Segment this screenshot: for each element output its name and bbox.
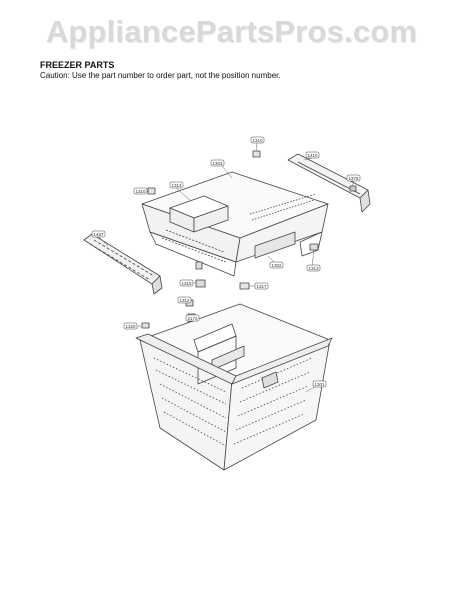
caution-note: Caution: Use the part number to order pa… — [40, 71, 281, 80]
callout-label: 1320 — [126, 324, 137, 329]
upper-drawer — [141, 171, 329, 277]
callout-label: 1315 — [182, 281, 193, 286]
callout-label: 1457 — [94, 232, 105, 237]
upper-right-rail — [287, 153, 371, 213]
callout-label: 1314 — [172, 183, 183, 188]
callout-label: 1310 — [136, 189, 147, 194]
callout-label: 1303 — [213, 161, 224, 166]
callout-label: 1313 — [309, 266, 320, 271]
watermark-logo: AppliancePartsPros.com — [45, 14, 418, 49]
callout-labels: 1310 1303 1410 1310 1314 1378 1457 1302 … — [94, 138, 360, 387]
callout-label: 1312 — [180, 298, 191, 303]
section-title: FREEZER PARTS — [40, 60, 115, 70]
left-rail — [83, 233, 163, 295]
callout-label: 1378 — [349, 176, 360, 181]
callout-label: 1302 — [272, 263, 283, 268]
callout-label: 1310 — [253, 138, 264, 143]
lower-basket — [135, 303, 333, 471]
callout-label: 2172 — [188, 316, 199, 321]
callout-label: 1301 — [315, 382, 326, 387]
callout-bubbles — [91, 136, 361, 388]
callout-label: 1317 — [257, 284, 268, 289]
callout-label: 1410 — [308, 153, 319, 158]
leader-lines — [98, 142, 355, 393]
